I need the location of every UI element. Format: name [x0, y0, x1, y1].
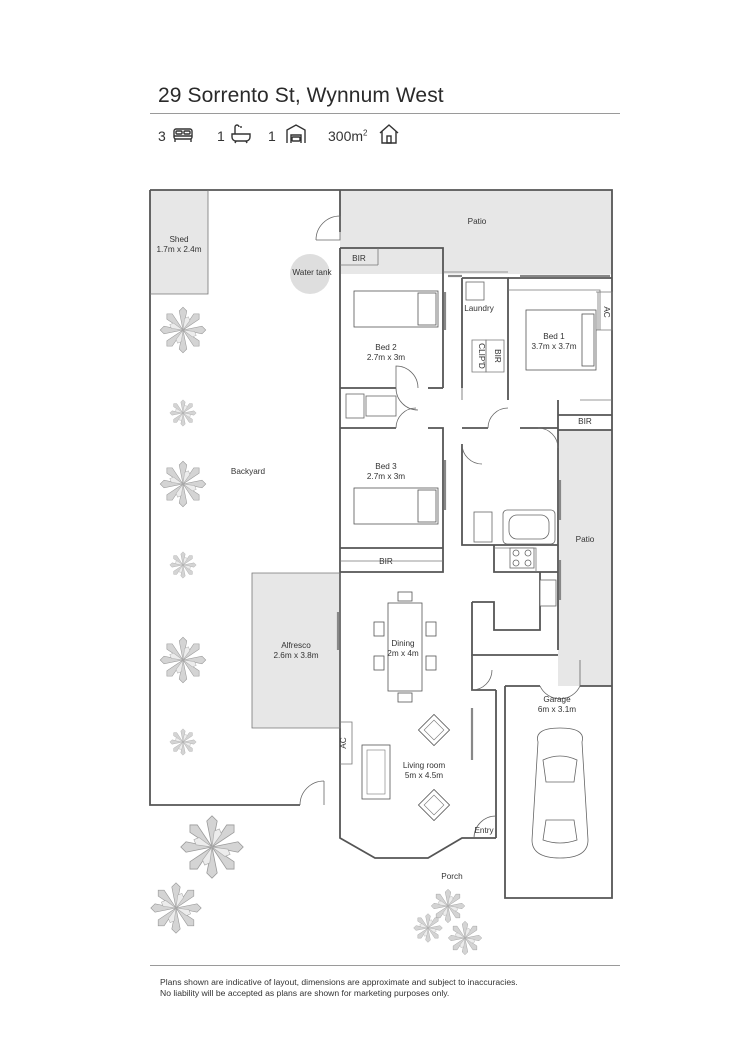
- shed-size: 1.7m x 2.4m: [156, 245, 201, 254]
- dining-label: Dining: [391, 639, 415, 648]
- property-address: 29 Sorrento St, Wynnum West: [158, 84, 444, 107]
- bed2-bir-label: BIR: [352, 254, 366, 263]
- interior-details: [150, 190, 613, 765]
- alfresco-label: Alfresco: [281, 641, 311, 650]
- garage-icon: [285, 123, 307, 148]
- patio-top-label: Patio: [468, 217, 487, 226]
- bed1-bir-label: BIR: [578, 417, 592, 426]
- header-divider: [150, 113, 620, 114]
- entry-label: Entry: [474, 826, 494, 835]
- land-area: 300m2: [328, 128, 368, 144]
- property-stats: 3 1 1 300m2: [158, 123, 458, 149]
- bed3-size: 2.7m x 3m: [367, 472, 405, 481]
- bedroom-count: 3: [158, 128, 166, 144]
- windows: [336, 274, 610, 760]
- lot-boundary: [149, 189, 613, 806]
- bathroom-count: 1: [217, 128, 225, 144]
- backyard-label: Backyard: [231, 467, 266, 476]
- hall-bir-label: BIR: [493, 349, 502, 363]
- bed-icon: [172, 123, 194, 148]
- water-tank-label: Water tank: [292, 268, 332, 277]
- room-labels: Patio Shed 1.7m x 2.4m Water tank BIR Be…: [156, 217, 611, 881]
- porch-label: Porch: [441, 872, 463, 881]
- garage-size: 6m x 3.1m: [538, 705, 576, 714]
- bed1-label: Bed 1: [543, 332, 565, 341]
- shaded-areas: [150, 190, 612, 728]
- bath-icon: [230, 123, 252, 148]
- garage-label: Garage: [543, 695, 571, 704]
- beds: [353, 290, 597, 525]
- bed1-ac-label: AC: [602, 306, 611, 317]
- garage-count: 1: [268, 128, 276, 144]
- disclaimer-line-2: No liability will be accepted as plans a…: [160, 988, 450, 998]
- fixtures: [345, 281, 557, 607]
- laundry-label: Laundry: [464, 304, 494, 313]
- dining-size: 2m x 4m: [387, 649, 419, 658]
- bed1-size: 3.7m x 3.7m: [531, 342, 576, 351]
- patio-side-label: Patio: [576, 535, 595, 544]
- disclaimer-line-1: Plans shown are indicative of layout, di…: [160, 977, 518, 987]
- living-furniture: [361, 714, 450, 821]
- bed3-label: Bed 3: [375, 462, 397, 471]
- dining-table: [373, 591, 437, 703]
- alfresco-size: 2.6m x 3.8m: [273, 651, 318, 660]
- car-icon: [531, 727, 589, 859]
- living-room-label: Living room: [403, 761, 446, 770]
- living-room-size: 5m x 4.5m: [405, 771, 443, 780]
- bed3-bir-label: BIR: [379, 557, 393, 566]
- house-icon: [378, 123, 400, 148]
- disclaimer: Plans shown are indicative of layout, di…: [160, 977, 518, 999]
- shed-label: Shed: [169, 235, 189, 244]
- bed2-size: 2.7m x 3m: [367, 353, 405, 362]
- living-ac-label: AC: [339, 737, 348, 748]
- door-swings: [299, 215, 581, 839]
- house-walls: [339, 190, 613, 899]
- clipd-label: CLIP'D: [477, 343, 486, 369]
- bed2-label: Bed 2: [375, 343, 397, 352]
- footer-divider: [150, 965, 620, 966]
